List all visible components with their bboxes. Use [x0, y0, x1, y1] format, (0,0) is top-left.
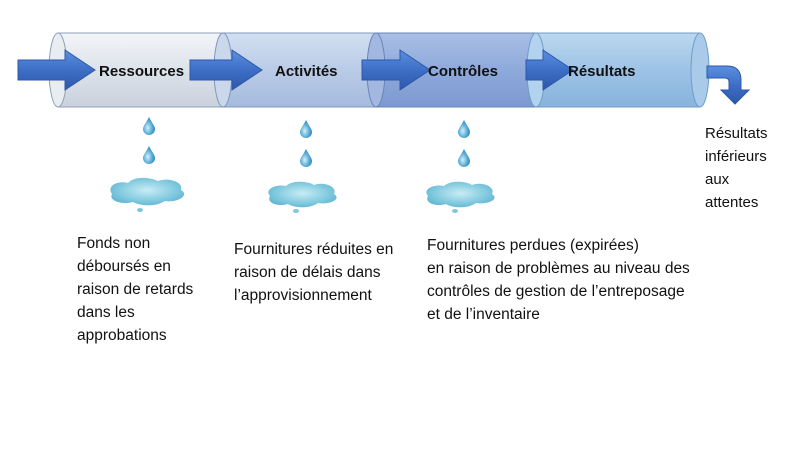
note-line: dans les	[77, 304, 135, 321]
note-line: en raison de problèmes au niveau des	[427, 260, 690, 277]
flow-arrow-4	[525, 49, 574, 91]
stage-label-resources: Ressources	[99, 63, 184, 80]
water-drop-icon	[143, 117, 155, 135]
stage-label-results: Résultats	[568, 63, 636, 80]
water-drop-icon	[458, 120, 470, 138]
note-line: et de l’inventaire	[427, 306, 540, 323]
leak-note-resources: Fonds non déboursés en raison de retards…	[77, 232, 193, 347]
water-drop-icon	[300, 149, 312, 167]
note-line: Fournitures réduites en	[234, 241, 394, 258]
water-puddle-icon	[268, 181, 337, 208]
leak-2	[268, 120, 337, 213]
outcome-note: Résultats inférieurs aux attentes	[705, 122, 768, 214]
note-line: Fournitures perdues (expirées)	[427, 237, 639, 254]
note-line: l’approvisionnement	[234, 287, 372, 304]
leak-1	[110, 117, 185, 212]
note-line: Résultats	[705, 125, 768, 142]
note-line: raison de retards	[77, 281, 194, 298]
note-line: Fonds non	[77, 235, 151, 252]
leak-3	[426, 120, 495, 213]
note-line: attentes	[705, 194, 759, 211]
water-puddle-icon	[110, 177, 185, 206]
water-drop-icon	[300, 120, 312, 138]
water-drop-icon	[143, 146, 155, 164]
note-line: approbations	[77, 327, 167, 344]
leak-note-activities: Fournitures réduites en raison de délais…	[234, 238, 393, 307]
outflow-bent-arrow	[706, 65, 751, 105]
stage-label-activities: Activités	[275, 63, 338, 80]
note-line: aux	[705, 171, 730, 188]
flow-arrow-1	[17, 49, 96, 91]
note-line: raison de délais dans	[234, 264, 381, 281]
note-line: inférieurs	[705, 148, 767, 165]
note-line: déboursés en	[77, 258, 171, 275]
stage-label-controls: Contrôles	[428, 63, 498, 80]
note-line: contrôles de gestion de l’entreposage	[427, 283, 685, 300]
water-puddle-icon	[426, 181, 495, 208]
flow-arrow-2	[189, 49, 263, 91]
leak-note-controls: Fournitures perdues (expirées) en raison…	[427, 234, 690, 326]
water-drop-icon	[458, 149, 470, 167]
flow-arrow-3	[361, 49, 431, 91]
